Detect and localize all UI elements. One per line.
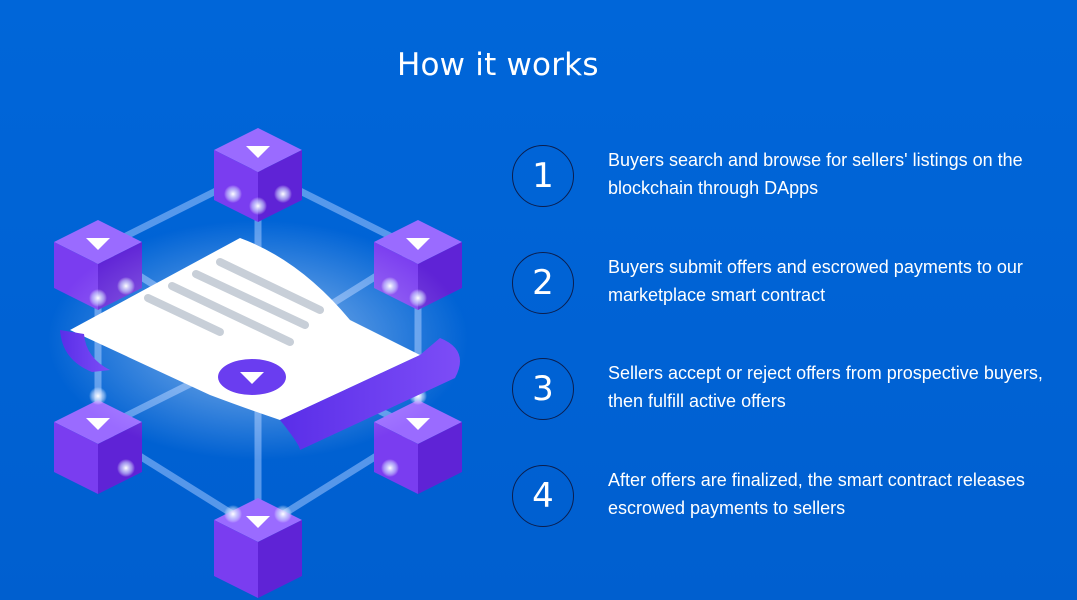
- step-number-circle: 3: [512, 358, 574, 420]
- ethereum-diamond-icon: [246, 146, 270, 158]
- step-number-circle: 1: [512, 145, 574, 207]
- blockchain-smart-contract-illustration: [48, 128, 468, 598]
- ethereum-diamond-icon: [246, 516, 270, 528]
- step-description: Buyers search and browse for sellers' li…: [608, 150, 1023, 198]
- step-item: 4 After offers are finalized, the smart …: [512, 464, 1072, 572]
- blockchain-node-cube: [214, 498, 302, 598]
- steps-list: 1 Buyers search and browse for sellers' …: [512, 145, 1072, 571]
- smart-contract-scroll: [48, 220, 468, 460]
- ethereum-diamond-icon: [86, 238, 110, 250]
- step-item: 3 Sellers accept or reject offers from p…: [512, 358, 1072, 465]
- step-number-circle: 2: [512, 251, 574, 314]
- step-number-circle: 4: [512, 464, 574, 527]
- blockchain-node-cube: [374, 400, 462, 494]
- contract-text-lines: [144, 258, 324, 346]
- step-description: Buyers submit offers and escrowed paymen…: [608, 256, 1023, 305]
- step-item: 2 Buyers submit offers and escrowed paym…: [512, 251, 1072, 359]
- step-item: 1 Buyers search and browse for sellers' …: [512, 145, 1072, 252]
- blockchain-node-cube: [54, 400, 142, 494]
- ethereum-diamond-icon: [406, 238, 430, 250]
- ethereum-diamond-icon: [240, 372, 264, 384]
- section-title: How it works: [397, 46, 599, 83]
- step-description: Sellers accept or reject offers from pro…: [608, 363, 1043, 411]
- blockchain-illustration: [0, 110, 500, 600]
- step-description: After offers are finalized, the smart co…: [608, 469, 1025, 518]
